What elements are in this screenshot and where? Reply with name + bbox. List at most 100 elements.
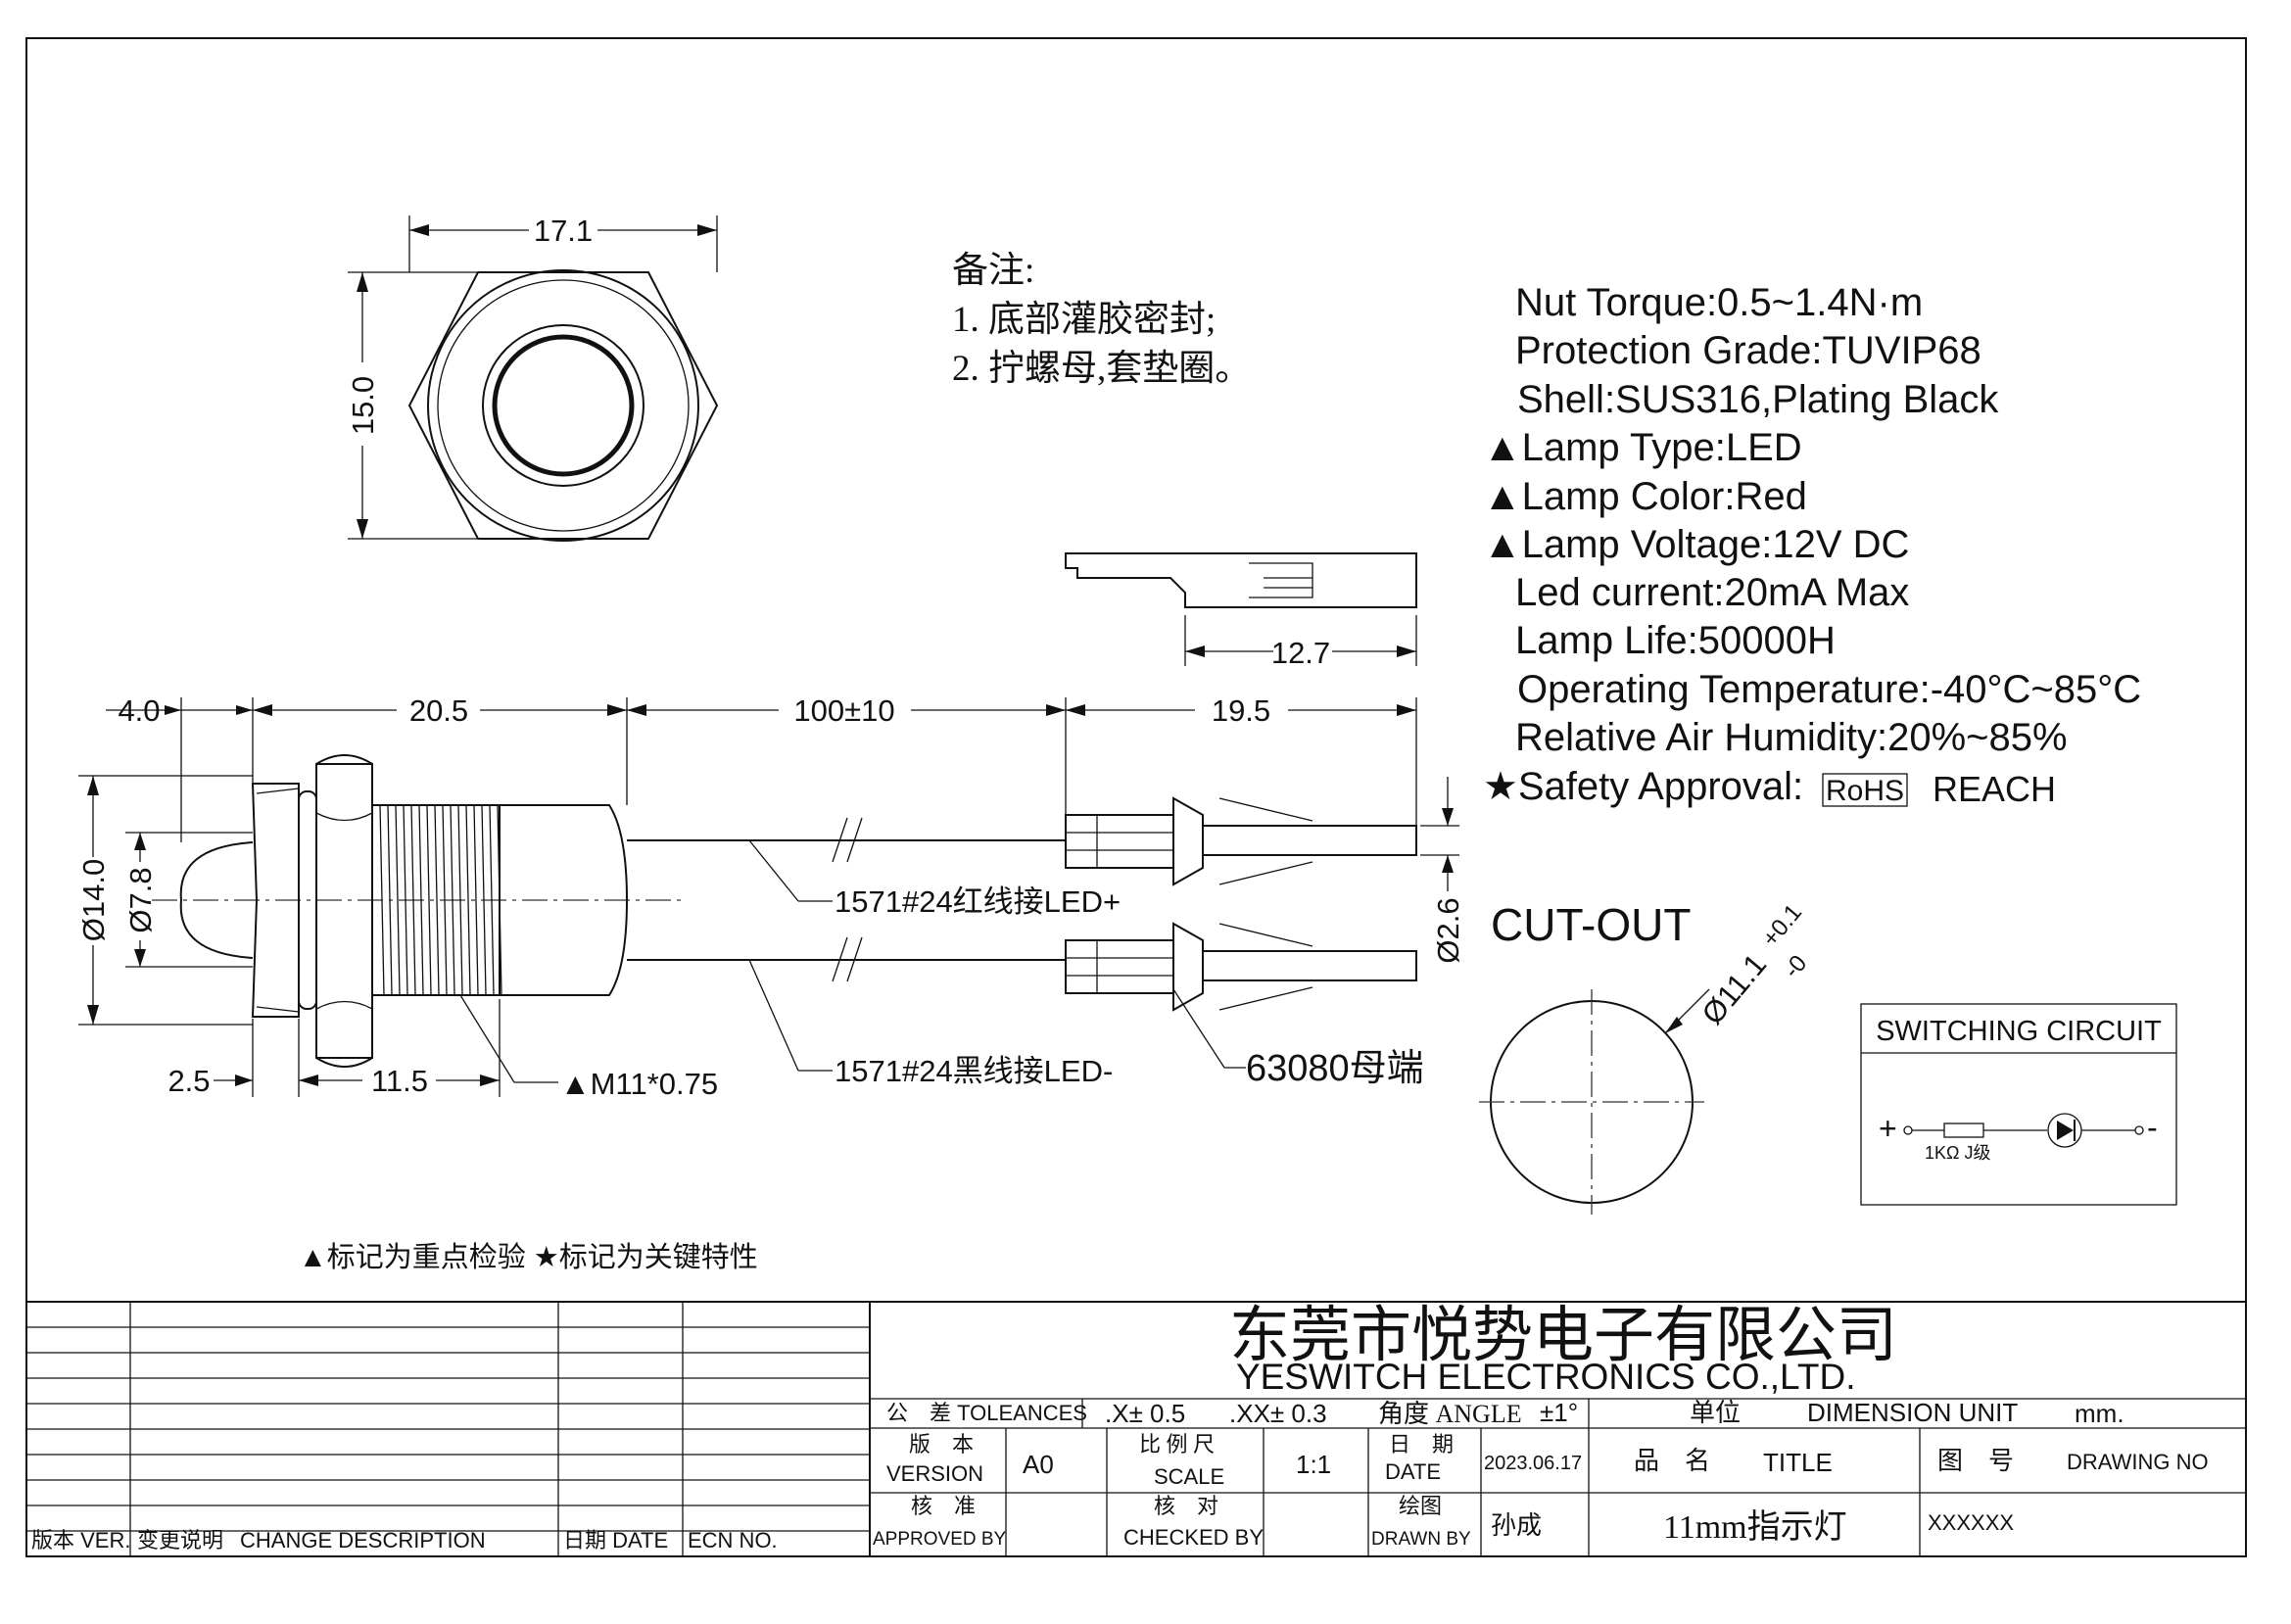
scale-en: SCALE (1154, 1464, 1224, 1489)
bezel-mid (437, 279, 690, 532)
dim-thread: ▲M11*0.75 (560, 1067, 718, 1101)
circuit-plus: + (1879, 1111, 1897, 1146)
bezel-outer (427, 269, 699, 542)
dim-flange: 4.0 (118, 693, 160, 728)
resistor-label: 1KΩ J级 (1925, 1143, 1990, 1163)
notes-title: 备注: (952, 250, 1034, 291)
resistor (1943, 1122, 1984, 1138)
dim-thread-length: 11.5 (371, 1064, 428, 1098)
spec-list: Nut Torque:0.5~1.4N·m Protection Grade:T… (1483, 281, 2141, 809)
thread-line (473, 804, 479, 996)
rev-change-en-header: CHANGE DESCRIPTION (240, 1528, 486, 1552)
terminal-label: 63080母端 (1246, 1048, 1424, 1089)
rev-ecn-header: ECN NO. (688, 1528, 778, 1552)
spec-nut-torque: Nut Torque:0.5~1.4N·m (1515, 281, 1923, 324)
spec-shell: Shell:SUS316,Plating Black (1517, 378, 1999, 421)
terminal-detail: 12.7 (1065, 552, 1417, 670)
thread-line (387, 804, 393, 996)
cutout-title: CUT-OUT (1491, 899, 1691, 950)
version-en: VERSION (886, 1461, 983, 1486)
tol-x: .X± 0.5 (1105, 1399, 1185, 1428)
rev-change-header: 变更说明 (137, 1528, 223, 1552)
sheet-border (25, 37, 2247, 1557)
drawno-en: DRAWING NO (2067, 1450, 2209, 1474)
rear-body (499, 804, 629, 996)
approved-cn: 核 准 (911, 1494, 976, 1518)
scale-cn: 比 例 尺 (1139, 1432, 1215, 1457)
scale-value: 1:1 (1296, 1450, 1331, 1479)
company-cn: 东莞市悦势电子有限公司 (1229, 1303, 1897, 1369)
cutout-view: CUT-OUT Ø11.1 +0.1 -0 (1479, 899, 1812, 1215)
title-value: 11mm指示灯 (1663, 1508, 1847, 1546)
dim-bezel: 2.5 (167, 1064, 210, 1098)
dim-lens-diameter: Ø7.8 (123, 867, 158, 932)
date-en: DATE (1385, 1459, 1441, 1484)
dim-outer-diameter: Ø14.0 (76, 859, 111, 941)
thread-line (403, 804, 408, 996)
spec-lamp-life: Lamp Life:50000H (1515, 619, 1836, 662)
drawn-value: 孙成 (1491, 1510, 1542, 1540)
thread-line (450, 804, 455, 996)
spec-led-current: Led current:20mA Max (1515, 571, 1909, 614)
thread-lines (379, 804, 502, 996)
rev-ver-header: 版本 VER. (31, 1528, 130, 1552)
angle-value: ±1° (1540, 1398, 1578, 1427)
notes-block: 备注: 1. 底部灌胶密封; 2. 拧螺母,套垫圈。 (952, 250, 1251, 389)
thread-line (457, 804, 463, 996)
note-line-2: 2. 拧螺母,套垫圈。 (952, 348, 1251, 389)
dim-terminal-tip: 12.7 (1271, 636, 1330, 670)
title-block: 版本 VER. 变更说明 CHANGE DESCRIPTION 日期 DATE … (26, 1301, 2246, 1556)
spec-humidity: Relative Air Humidity:20%~85% (1515, 716, 2068, 759)
spec-safety: ★Safety Approval: (1483, 765, 1803, 808)
rev-date-header: 日期 DATE (563, 1528, 668, 1552)
reach-label: REACH (1933, 769, 2056, 809)
drawno-value: XXXXXX (1928, 1510, 2014, 1535)
side-view: 12.7 4.0 20.5 100±10 19.5 Ø1 (76, 552, 1465, 1101)
dim-hex-width: 17.1 (534, 214, 593, 248)
dim-terminal-height: Ø2.6 (1431, 897, 1465, 963)
note-line-1: 1. 底部灌胶密封; (952, 299, 1216, 340)
unit-en: DIMENSION UNIT (1807, 1398, 2018, 1427)
dim-wire-length: 100±10 (793, 693, 894, 728)
lens-circle (492, 334, 635, 477)
date-cn: 日 期 (1389, 1432, 1454, 1457)
drawn-cn: 绘图 (1399, 1494, 1442, 1518)
name-cn: 品 名 (1634, 1447, 1710, 1475)
thread-line (489, 804, 495, 996)
thread-line (395, 804, 401, 996)
version-cn: 版 本 (909, 1432, 974, 1457)
thread-line (434, 804, 440, 996)
spec-operating-temp: Operating Temperature:-40°C~85°C (1517, 668, 2141, 711)
cutout-tol-plus: +0.1 (1757, 899, 1807, 952)
lens-dome (179, 841, 254, 959)
thread-line (379, 804, 385, 996)
terminal-upper (1065, 796, 1417, 886)
checked-en: CHECKED BY (1123, 1525, 1264, 1550)
bezel-inner (482, 324, 644, 487)
unit-cn: 单位 (1690, 1399, 1741, 1427)
version-value: A0 (1023, 1450, 1054, 1479)
unit-value: mm. (2075, 1399, 2124, 1428)
thread-line (426, 804, 432, 996)
wire-black-label: 1571#24黑线接LED- (835, 1054, 1113, 1088)
cutout-tol-minus: -0 (1779, 950, 1812, 983)
dim-hex-height: 15.0 (346, 376, 380, 435)
circuit-minus: - (2147, 1110, 2158, 1145)
top-view: 17.1 15.0 (346, 214, 719, 542)
cutout-diameter: Ø11.1 (1695, 947, 1774, 1030)
terminal-lower (1065, 922, 1417, 1012)
rohs-badge (1822, 773, 1908, 807)
checked-cn: 核 对 (1154, 1494, 1218, 1518)
circuit-title: SWITCHING CIRCUIT (1876, 1016, 2162, 1047)
date-value: 2023.06.17 (1484, 1453, 1582, 1474)
dim-terminal-length: 19.5 (1212, 693, 1270, 728)
dim-body-length: 20.5 (409, 693, 468, 728)
thread-line (410, 804, 416, 996)
bezel-flange (251, 783, 300, 1018)
name-en: TITLE (1763, 1448, 1833, 1477)
rohs-label: RoHS (1826, 775, 1904, 807)
thread-line (418, 804, 424, 996)
approved-en: APPROVED BY (873, 1529, 1007, 1550)
hex-nut (407, 271, 719, 540)
